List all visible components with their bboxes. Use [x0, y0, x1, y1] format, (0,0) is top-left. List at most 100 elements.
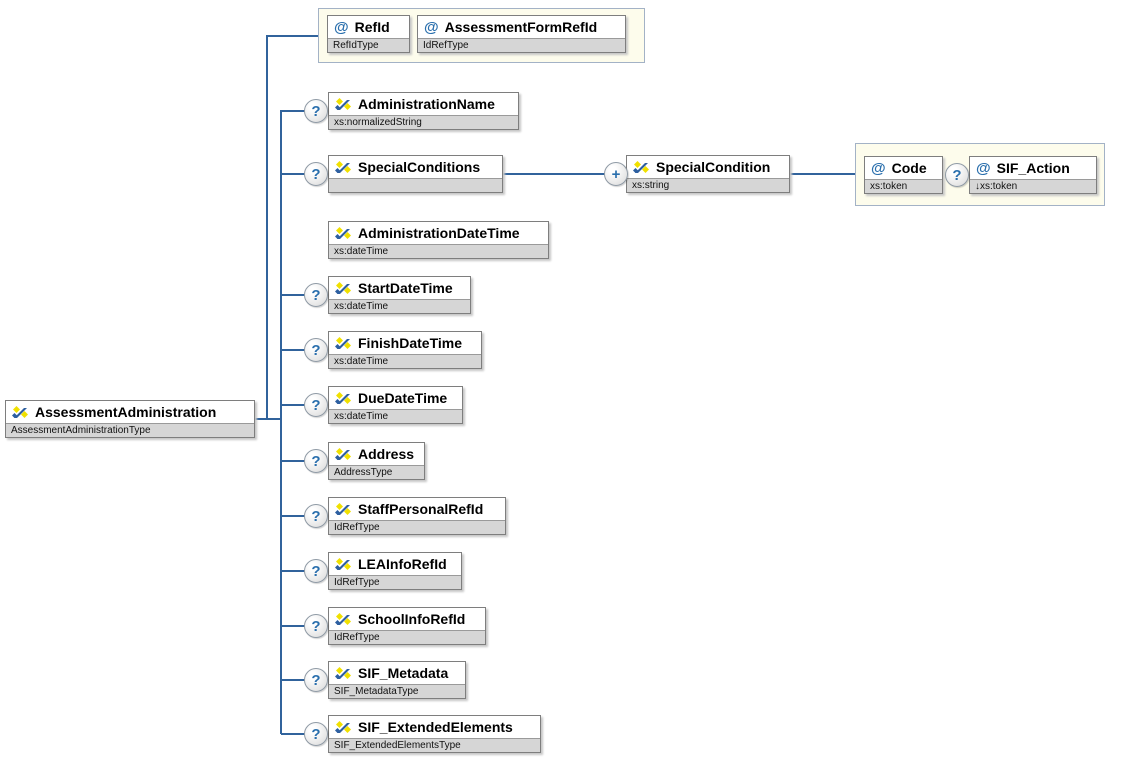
optional-glyph: ? — [311, 562, 321, 580]
element-icon — [335, 98, 352, 110]
optional-badge: ? — [304, 449, 328, 473]
element-type: IdRefType — [329, 520, 505, 534]
element-icon — [335, 721, 352, 733]
element-type: AssessmentAdministrationType — [6, 423, 254, 437]
element-box-administrationname[interactable]: AdministrationName xs:normalizedString — [328, 92, 519, 130]
optional-glyph: ? — [311, 507, 321, 525]
optional-badge: ? — [304, 283, 328, 307]
attribute-group-specialcondition: @ Code xs:token ? @ SIF_Action ↓xs:token — [855, 143, 1105, 206]
element-box-specialcondition[interactable]: SpecialCondition xs:string — [626, 155, 790, 193]
attribute-name: AssessmentFormRefId — [444, 19, 598, 35]
attribute-icon: @ — [424, 18, 439, 36]
element-name: StaffPersonalRefId — [358, 501, 484, 517]
optional-badge: ? — [304, 614, 328, 638]
attribute-group-root: @ RefId RefIdType @ AssessmentFormRefId Id… — [318, 8, 645, 63]
optional-glyph: ? — [311, 286, 321, 304]
attribute-box-code[interactable]: @ Code xs:token — [864, 156, 943, 194]
attribute-name: RefId — [354, 19, 390, 35]
element-icon — [335, 667, 352, 679]
element-box-assessmentadministration[interactable]: AssessmentAdministration AssessmentAdmin… — [5, 400, 255, 438]
element-name: AdministrationDateTime — [358, 225, 520, 241]
element-type: SIF_MetadataType — [329, 684, 465, 698]
element-type: xs:dateTime — [329, 244, 548, 258]
element-name: FinishDateTime — [358, 335, 462, 351]
element-icon — [335, 337, 352, 349]
element-name: SchoolInfoRefId — [358, 611, 466, 627]
optional-glyph: ? — [311, 341, 321, 359]
optional-badge: ? — [304, 668, 328, 692]
element-icon — [633, 161, 650, 173]
element-icon — [12, 406, 29, 418]
element-name: StartDateTime — [358, 280, 453, 296]
optional-glyph: ? — [311, 165, 321, 183]
element-icon — [335, 227, 352, 239]
element-icon — [335, 558, 352, 570]
attribute-box-refid[interactable]: @ RefId RefIdType — [327, 15, 410, 53]
repeatable-badge: + — [604, 162, 628, 186]
element-icon — [335, 282, 352, 294]
attribute-name: Code — [891, 160, 927, 176]
optional-badge: ? — [304, 559, 328, 583]
element-box-leainforefid[interactable]: LEAInfoRefId IdRefType — [328, 552, 462, 590]
element-box-address[interactable]: Address AddressType — [328, 442, 426, 480]
element-name: AssessmentAdministration — [35, 404, 217, 420]
element-name: SpecialConditions — [358, 159, 481, 175]
element-type: IdRefType — [329, 575, 461, 589]
element-icon — [335, 448, 352, 460]
optional-glyph: ? — [311, 671, 321, 689]
element-type: xs:string — [627, 178, 789, 192]
element-type: xs:normalizedString — [329, 115, 518, 129]
attribute-type: ↓xs:token — [970, 179, 1096, 193]
element-name: AdministrationName — [358, 96, 495, 112]
element-box-staffpersonalrefid[interactable]: StaffPersonalRefId IdRefType — [328, 497, 506, 535]
optional-badge: ? — [304, 99, 328, 123]
attribute-type: RefIdType — [328, 38, 409, 52]
element-icon — [335, 161, 352, 173]
attribute-icon: @ — [871, 159, 886, 177]
element-type: xs:dateTime — [329, 299, 470, 313]
element-box-specialconditions[interactable]: SpecialConditions — [328, 155, 503, 193]
element-type — [329, 178, 502, 192]
attribute-type: xs:token — [865, 179, 942, 193]
optional-badge: ? — [304, 504, 328, 528]
element-box-administrationdatetime[interactable]: AdministrationDateTime xs:dateTime — [328, 221, 549, 259]
element-icon — [335, 503, 352, 515]
optional-glyph: ? — [311, 396, 321, 414]
attribute-box-sif-action[interactable]: @ SIF_Action ↓xs:token — [969, 156, 1097, 194]
repeatable-glyph: + — [611, 165, 621, 183]
optional-badge: ? — [945, 163, 969, 187]
element-name: SIF_ExtendedElements — [358, 719, 513, 735]
element-icon — [335, 613, 352, 625]
element-box-schoolinforefid[interactable]: SchoolInfoRefId IdRefType — [328, 607, 486, 645]
attribute-icon: @ — [976, 159, 991, 177]
optional-glyph: ? — [952, 166, 962, 184]
element-icon — [335, 392, 352, 404]
element-type: xs:dateTime — [329, 409, 462, 423]
optional-badge: ? — [304, 393, 328, 417]
element-box-sif-extendedelements[interactable]: SIF_ExtendedElements SIF_ExtendedElement… — [328, 715, 541, 753]
optional-glyph: ? — [311, 617, 321, 635]
optional-glyph: ? — [311, 102, 321, 120]
element-box-finishdatetime[interactable]: FinishDateTime xs:dateTime — [328, 331, 482, 369]
optional-badge: ? — [304, 162, 328, 186]
attribute-name: SIF_Action — [996, 160, 1070, 176]
element-box-sif-metadata[interactable]: SIF_Metadata SIF_MetadataType — [328, 661, 466, 699]
element-type: AddressType — [329, 465, 425, 479]
element-type: SIF_ExtendedElementsType — [329, 738, 540, 752]
element-box-startdatetime[interactable]: StartDateTime xs:dateTime — [328, 276, 471, 314]
element-type: IdRefType — [329, 630, 485, 644]
attribute-icon: @ — [334, 18, 349, 36]
element-box-duedatetime[interactable]: DueDateTime xs:dateTime — [328, 386, 463, 424]
attribute-type: IdRefType — [418, 38, 625, 52]
optional-badge: ? — [304, 338, 328, 362]
element-name: SpecialCondition — [656, 159, 771, 175]
optional-glyph: ? — [311, 452, 321, 470]
element-type: xs:dateTime — [329, 354, 481, 368]
element-name: LEAInfoRefId — [358, 556, 447, 572]
attribute-box-assessmentformrefid[interactable]: @ AssessmentFormRefId IdRefType — [417, 15, 626, 53]
optional-badge: ? — [304, 722, 328, 746]
element-name: Address — [358, 446, 415, 462]
optional-glyph: ? — [311, 725, 321, 743]
